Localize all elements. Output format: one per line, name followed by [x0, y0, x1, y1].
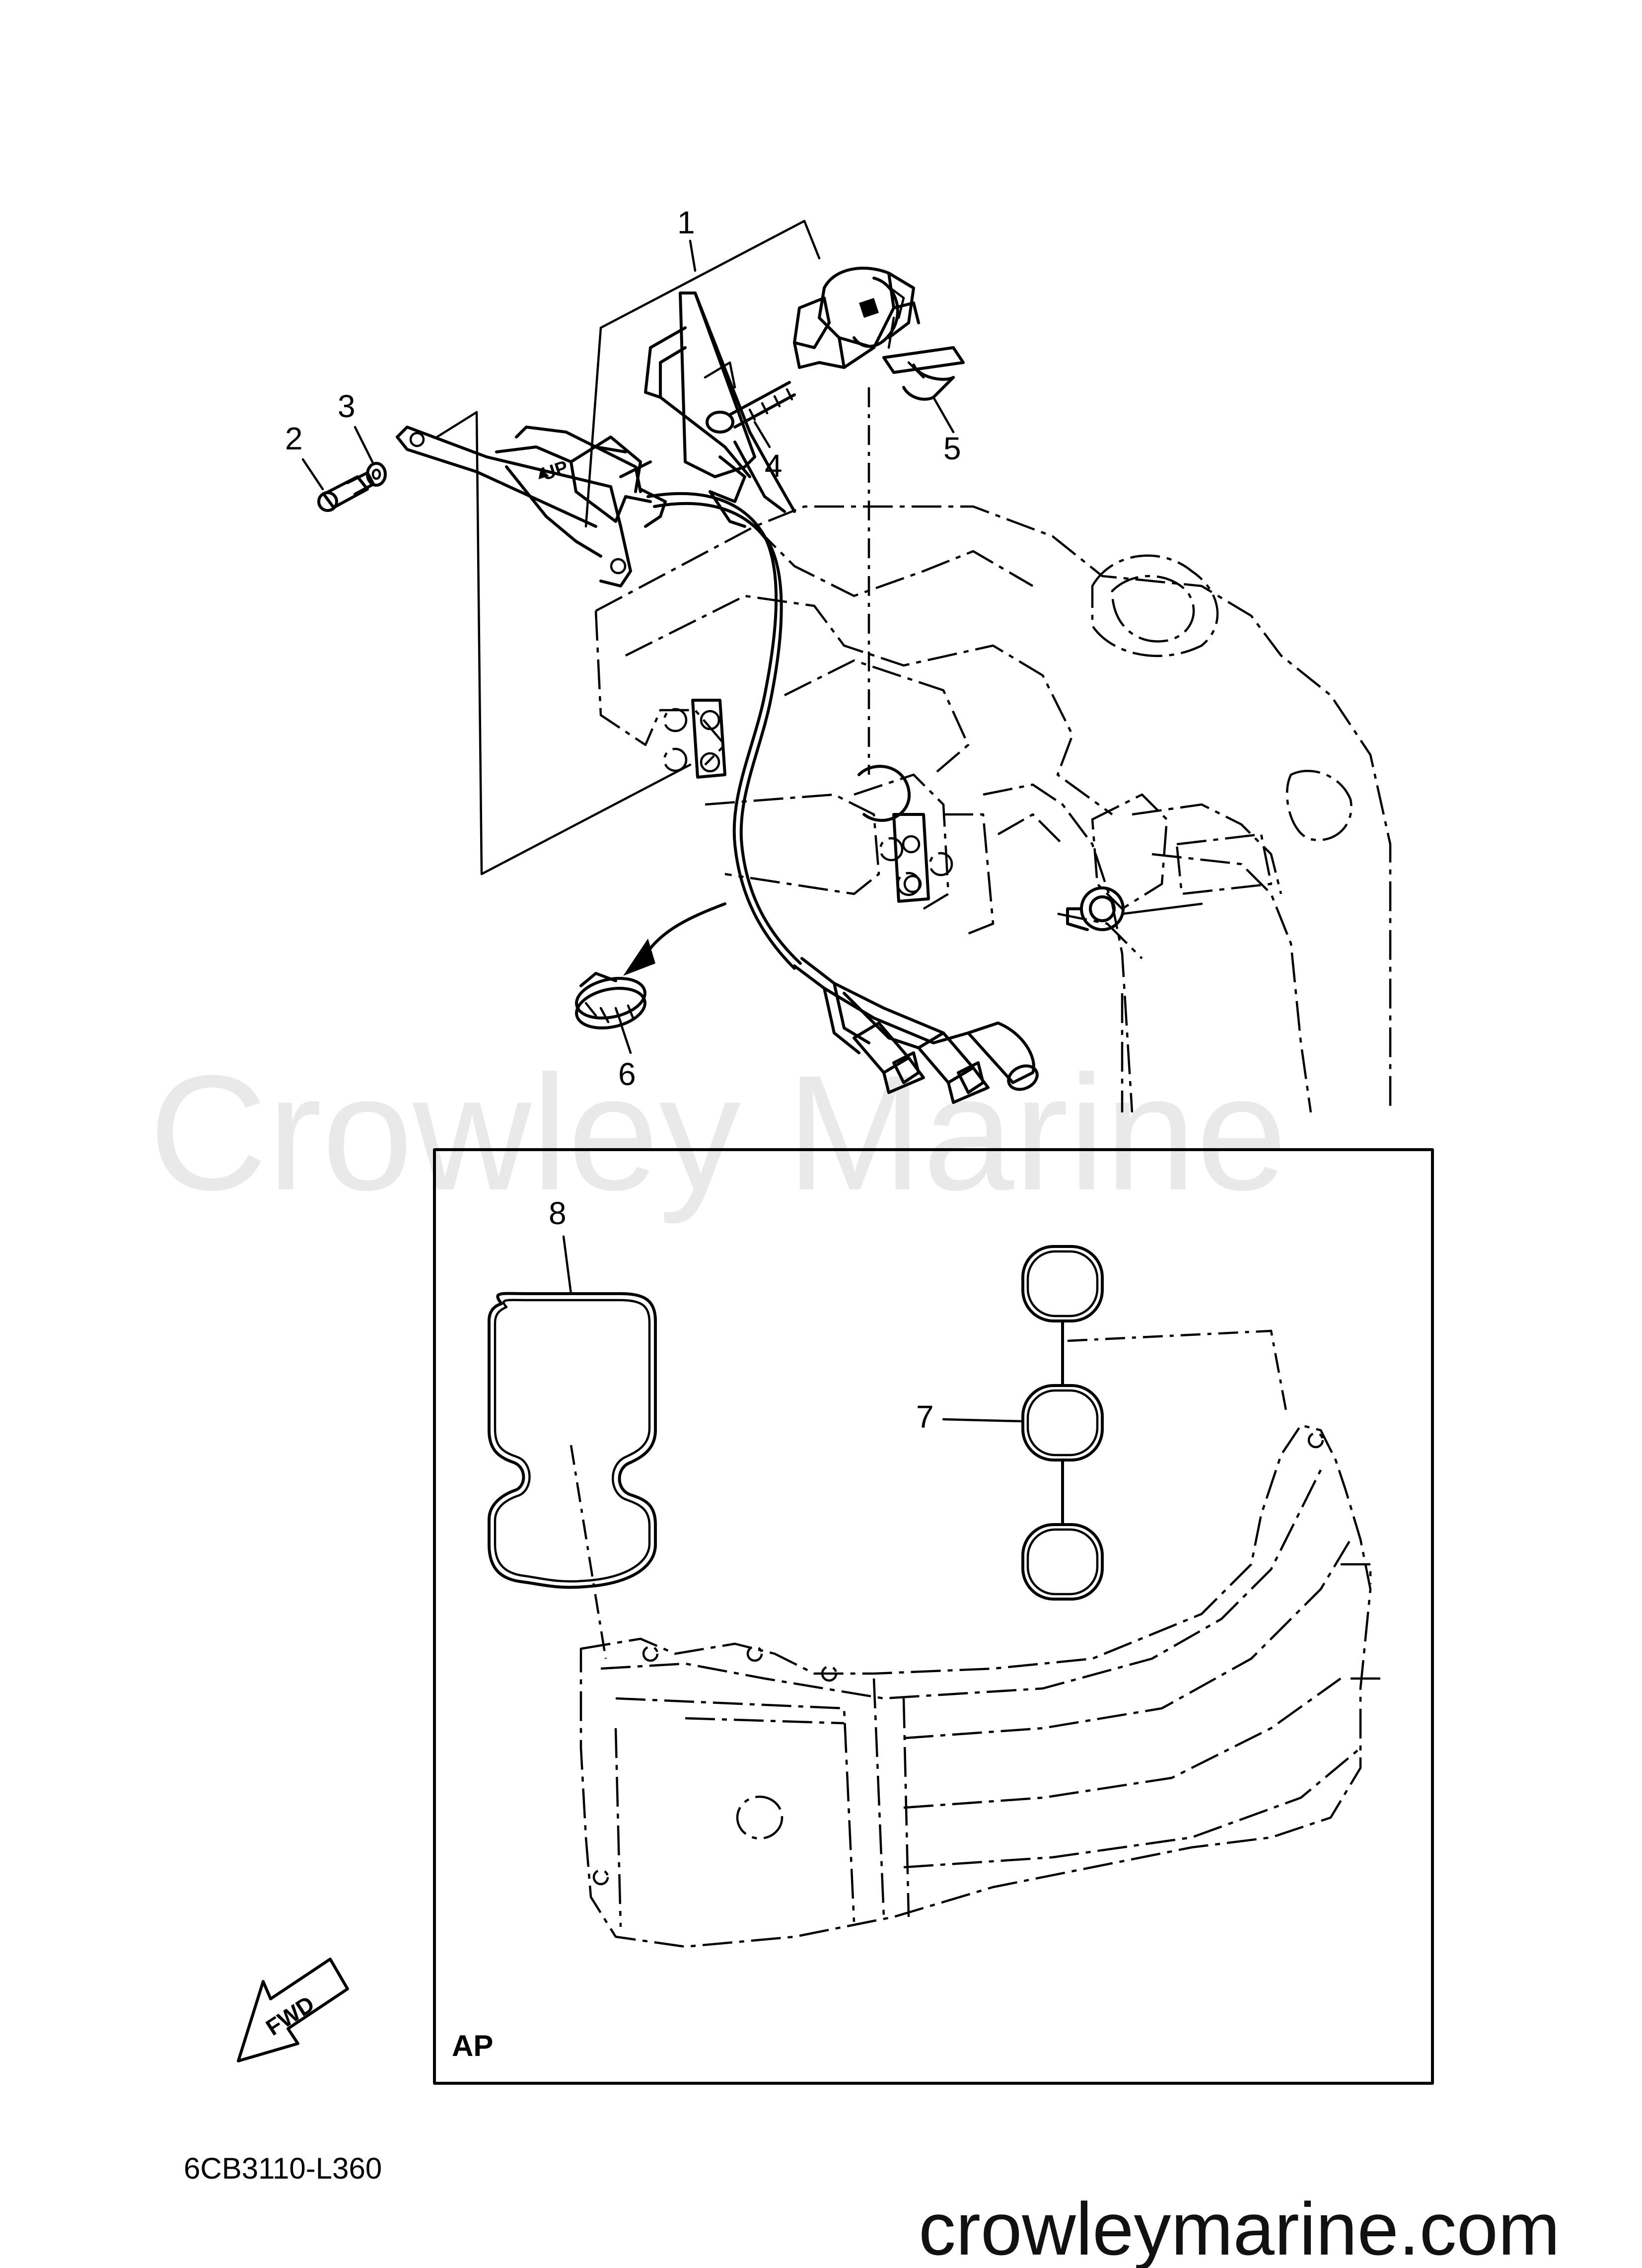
- svg-text:7: 7: [916, 1399, 934, 1435]
- callout-7: 7: [916, 1399, 1024, 1435]
- part-1-trim-sensor: UP: [396, 292, 796, 587]
- inset-guide-lines: [570, 1329, 1287, 1659]
- callout-8: 8: [549, 1195, 572, 1295]
- callout-2: 2: [285, 421, 324, 491]
- wire-harness: [646, 492, 970, 1054]
- intake-manifold-outline: [579, 1424, 1380, 1948]
- part-4-bolt: [706, 381, 796, 434]
- block-fitting: [1066, 886, 1203, 931]
- guide-lines: [435, 219, 925, 876]
- callout-5: 5: [932, 396, 961, 466]
- callout-4: 4: [753, 421, 783, 484]
- ap-inset-box: [433, 1148, 1434, 2085]
- callout-1: 1: [677, 205, 697, 272]
- part-5-plate: [882, 346, 965, 401]
- part-6-clamp: [575, 972, 646, 1029]
- svg-text:2: 2: [285, 421, 303, 456]
- watermark: Crowley Marine: [149, 1041, 1287, 1225]
- ap-label: AP: [452, 2029, 493, 2062]
- svg-text:8: 8: [549, 1195, 567, 1231]
- svg-text:1: 1: [677, 205, 695, 240]
- engine-block-bosses: [691, 699, 930, 903]
- part-1-sensor-clip: [793, 267, 920, 369]
- website-url: crowleymarine.com: [919, 2187, 1560, 2268]
- install-arrow-icon: [623, 902, 726, 976]
- part-8-gasket: [488, 1292, 657, 1589]
- connectors: [853, 1022, 1039, 1104]
- fwd-arrow-icon: FWD: [237, 1958, 349, 2062]
- callout-3: 3: [338, 388, 374, 463]
- callout-6: 6: [618, 1022, 636, 1092]
- svg-text:4: 4: [765, 448, 783, 484]
- svg-text:6: 6: [618, 1056, 636, 1092]
- svg-text:3: 3: [338, 388, 356, 424]
- drawing-code: 6CB3110-L360: [184, 2152, 382, 2185]
- engine-block-outline: [594, 505, 1392, 1113]
- svg-text:5: 5: [943, 431, 961, 466]
- part-2-bolt: [317, 471, 375, 512]
- part-7-gaskets: [1021, 1245, 1104, 1601]
- part-3-washer: [366, 462, 387, 487]
